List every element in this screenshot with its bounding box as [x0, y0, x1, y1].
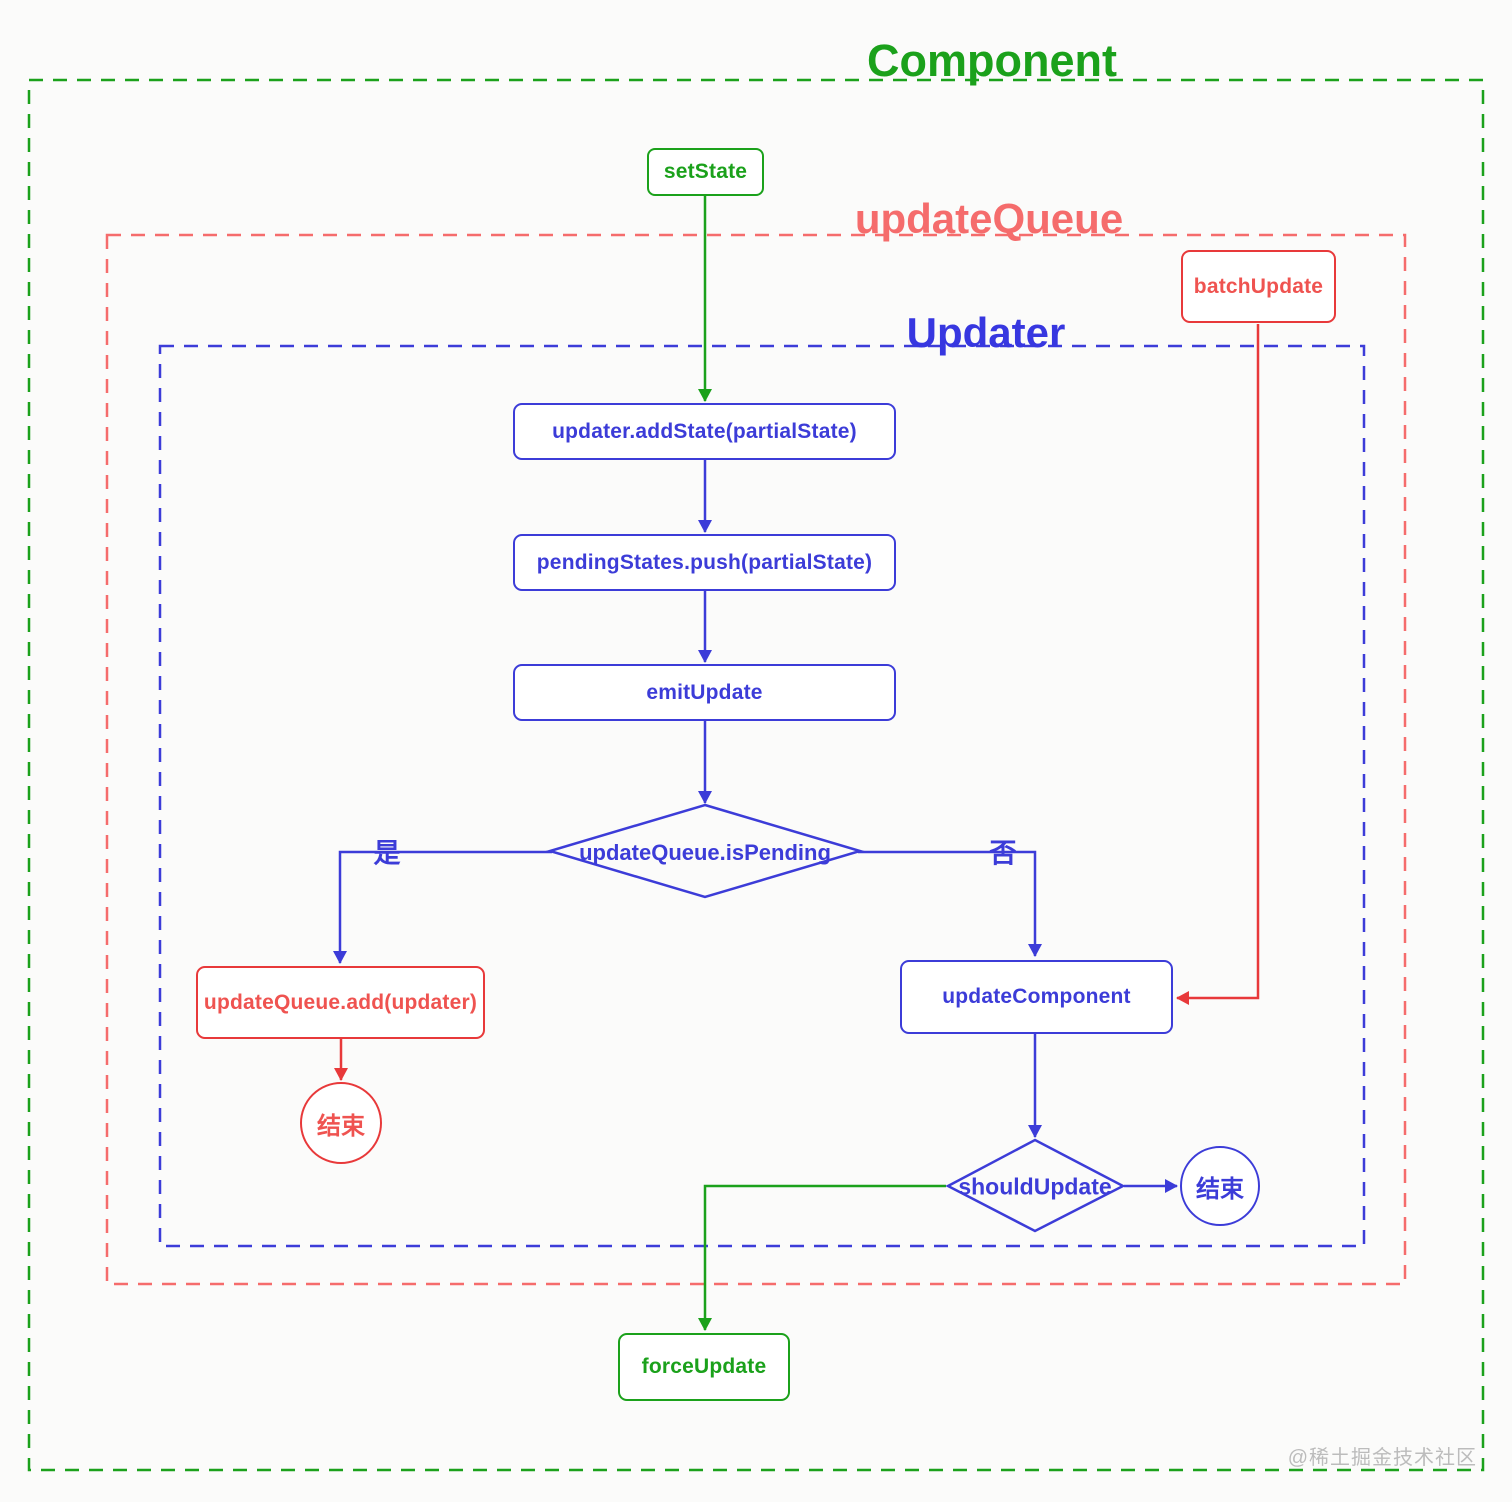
- ispending-diamond: [545, 803, 865, 899]
- node-ispending-label: updateQueue.isPending: [579, 840, 831, 865]
- component-boundary: [27, 78, 1485, 1472]
- node-updatecomponent: updateComponent: [900, 960, 1173, 1034]
- edge-batchupdate-to-updatecomponent: [1176, 324, 1260, 1005]
- node-emitupdate: emitUpdate: [513, 664, 896, 721]
- node-batchupdate: batchUpdate: [1181, 250, 1336, 323]
- node-shouldupdate-label: shouldUpdate: [958, 1173, 1112, 1200]
- edge-ispending-no-to-updatecomponent: [858, 850, 1042, 957]
- updater-boundary: [158, 344, 1366, 1248]
- component-zone-title: Component: [867, 35, 1117, 86]
- node-setstate: setState: [647, 148, 764, 196]
- updatequeue-zone-title: updateQueue: [854, 195, 1124, 242]
- updater-zone-title: Updater: [906, 309, 1066, 356]
- node-forceupdate: forceUpdate: [618, 1333, 790, 1401]
- edge-label-no: 否: [989, 838, 1017, 869]
- node-end-queue: 结束: [300, 1082, 382, 1164]
- node-queueadd: updateQueue.add(updater): [196, 966, 485, 1039]
- updatequeue-boundary: [105, 233, 1407, 1286]
- node-pendingstates: pendingStates.push(partialState): [513, 534, 896, 591]
- node-addstate: updater.addState(partialState): [513, 403, 896, 460]
- node-end-update: 结束: [1180, 1146, 1260, 1226]
- edge-ispending-yes-to-queueadd: [333, 850, 552, 964]
- shouldupdate-diamond: [945, 1138, 1126, 1233]
- watermark: @稀土掘金技术社区: [1287, 1447, 1477, 1469]
- edge-shouldupdate-to-forceupdate: [698, 1184, 946, 1331]
- edge-label-yes: 是: [373, 838, 401, 869]
